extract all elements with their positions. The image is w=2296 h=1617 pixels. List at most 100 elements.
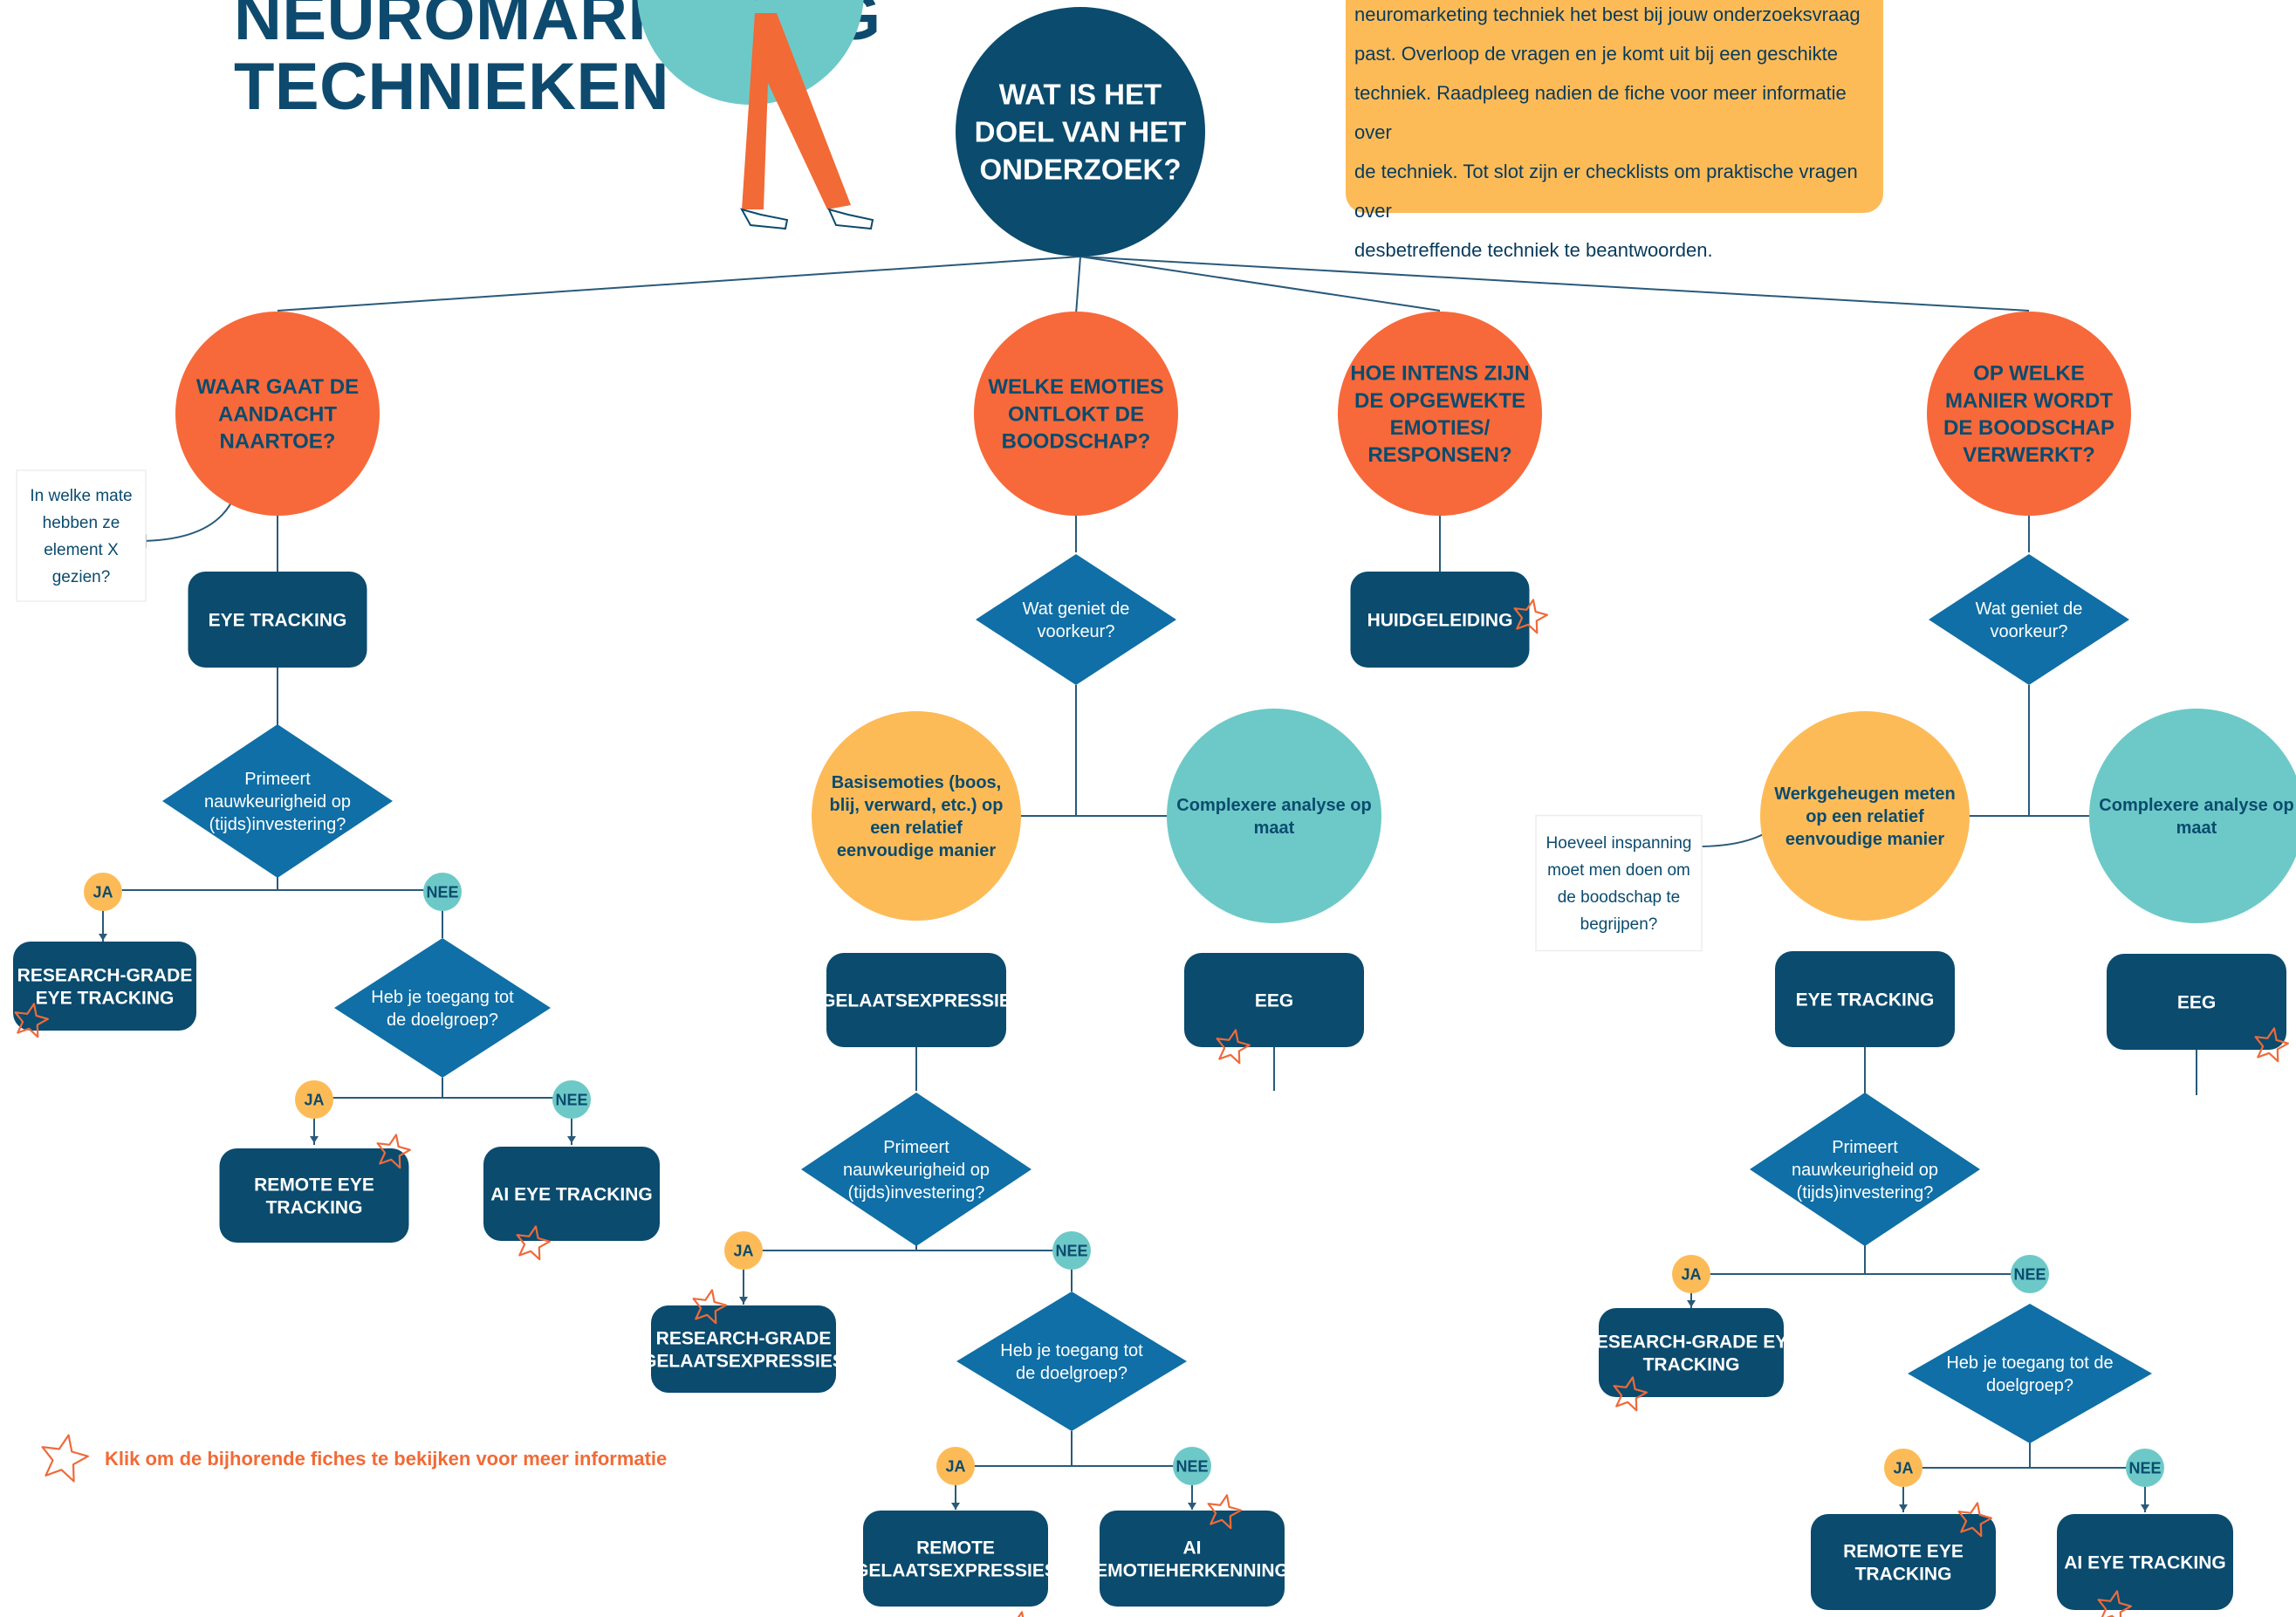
badge-shape bbox=[552, 1080, 591, 1119]
technique-facial-expression[interactable]: GELAATSEXPRESSIE bbox=[821, 953, 1011, 1047]
star-link-icon[interactable] bbox=[14, 1003, 50, 1038]
no-badge: NEE bbox=[1173, 1447, 1211, 1485]
label-line: Complexere analyse op bbox=[1176, 796, 1371, 815]
connector-line bbox=[1865, 1273, 2031, 1292]
star-link-icon[interactable] bbox=[1207, 1494, 1243, 1530]
label-line: NEE bbox=[1055, 1242, 1087, 1259]
star-link-icon[interactable] bbox=[1957, 1502, 1992, 1538]
label-line: hebben ze bbox=[43, 514, 120, 532]
technique-eeg-2[interactable]: EEG bbox=[2107, 954, 2286, 1050]
decor-circle bbox=[637, 0, 864, 105]
star-link-icon[interactable] bbox=[692, 1289, 728, 1325]
label-line: voorkeur? bbox=[1038, 622, 1115, 641]
node-shape bbox=[826, 953, 1006, 1047]
label-line: Hoeveel inspanning bbox=[1546, 834, 1692, 853]
label-line: EEG bbox=[2177, 992, 2216, 1012]
connector-line bbox=[916, 1250, 1073, 1292]
star-link-icon[interactable] bbox=[41, 1434, 89, 1483]
technique-skin-conductance[interactable]: HUIDGELEIDING bbox=[1350, 572, 1530, 668]
arrow-head-icon bbox=[99, 934, 107, 941]
badge-shape bbox=[724, 1231, 763, 1270]
star-link-icon[interactable] bbox=[376, 1134, 411, 1169]
technique-ai-eye-tracking-2[interactable]: AI EYE TRACKING bbox=[2057, 1514, 2233, 1610]
star-link-icon[interactable] bbox=[2254, 1027, 2289, 1063]
connector-line bbox=[1690, 1244, 1866, 1309]
label-line: Heb je toegang tot de bbox=[1946, 1353, 2113, 1373]
technique-eeg-1[interactable]: EEG bbox=[1184, 953, 1364, 1047]
node-shape bbox=[956, 7, 1205, 257]
label-line: Basisemoties (boos, bbox=[832, 773, 1002, 792]
node-shape bbox=[1908, 1304, 2152, 1443]
technique-ai-eye-tracking[interactable]: AI EYE TRACKING bbox=[483, 1147, 660, 1241]
label-line: DE BOODSCHAP bbox=[1943, 416, 2114, 440]
label-line: BOODSCHAP? bbox=[1002, 430, 1151, 454]
label-line: moet men doen om bbox=[1547, 861, 1690, 880]
badge-shape bbox=[423, 873, 462, 911]
node-label: NEE bbox=[1175, 1457, 1208, 1475]
node-shape bbox=[2107, 954, 2286, 1050]
label-line: EYE TRACKING bbox=[209, 610, 347, 630]
yes-badge: JA bbox=[724, 1231, 763, 1270]
label-line: AI EYE TRACKING bbox=[2064, 1552, 2226, 1572]
node-label: JA bbox=[304, 1091, 324, 1108]
badge-shape bbox=[1884, 1449, 1922, 1487]
arrow-head-icon bbox=[951, 1503, 960, 1510]
figure-legs bbox=[742, 13, 851, 209]
note-arrow bbox=[137, 492, 236, 542]
label-line: (tijds)investering? bbox=[848, 1183, 985, 1202]
node-shape bbox=[1599, 1308, 1784, 1397]
star-link-icon[interactable] bbox=[516, 1225, 552, 1261]
star-link-icon[interactable] bbox=[1216, 1029, 1251, 1065]
connector-line bbox=[1075, 256, 1081, 315]
label-line: nauwkeurigheid op bbox=[843, 1161, 990, 1180]
connector-line bbox=[277, 256, 1081, 312]
star-link-icon[interactable] bbox=[1513, 599, 1549, 634]
node-shape bbox=[1350, 572, 1530, 668]
label-line: HUIDGELEIDING bbox=[1367, 610, 1513, 630]
badge-shape bbox=[1052, 1231, 1091, 1270]
star-link-icon[interactable] bbox=[1004, 1611, 1036, 1617]
label-line: WELKE EMOTIES bbox=[988, 375, 1163, 399]
label-line: NEE bbox=[1175, 1457, 1208, 1475]
node-shape bbox=[483, 1147, 660, 1241]
star-link-icon[interactable] bbox=[1613, 1376, 1648, 1412]
label-line: DE OPGEWEKTE bbox=[1354, 389, 1525, 413]
label-line: nauwkeurigheid op bbox=[204, 792, 351, 812]
technique-eye-tracking[interactable]: EYE TRACKING bbox=[188, 572, 367, 668]
option-basic-emotions[interactable]: Basisemoties (boos,blij, verward, etc.) … bbox=[812, 711, 1021, 921]
star-link-icon[interactable] bbox=[2097, 1590, 2132, 1617]
technique-eye-tracking-2[interactable]: EYE TRACKING bbox=[1775, 951, 1955, 1047]
arrow-head-icon bbox=[2141, 1504, 2149, 1511]
node-shape bbox=[1760, 711, 1970, 921]
label-line: Primeert bbox=[244, 770, 311, 789]
